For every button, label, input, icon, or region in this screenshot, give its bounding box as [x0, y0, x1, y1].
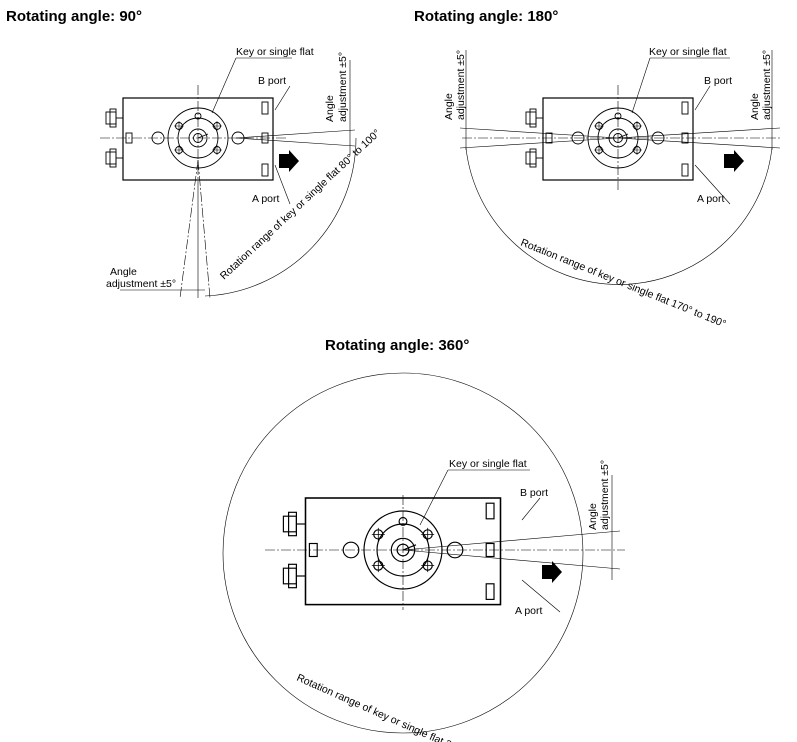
actuator-body-360 [282, 497, 502, 606]
label-angle-90-bottom: Angle [110, 266, 137, 278]
label-adjustment-360: adjustment ±5° [599, 460, 611, 530]
label-range-360: Rotation range of key or single flat 350… [295, 672, 501, 742]
view-90: Key or single flat B port A port Angle a… [100, 46, 383, 299]
label-key-flat-360: Key or single flat [449, 458, 527, 470]
label-a-port-90: A port [252, 193, 280, 205]
label-b-port-90: B port [258, 75, 286, 87]
label-angle-180-right: Angle [749, 93, 761, 120]
title-rotating-angle-360: Rotating angle: 360° [325, 337, 470, 354]
label-a-port-360: A port [515, 605, 543, 617]
label-a-port-180: A port [697, 193, 725, 205]
title-rotating-angle-90: Rotating angle: 90° [6, 8, 143, 25]
view-180: Key or single flat B port A port Angle a… [443, 46, 781, 331]
label-range-180: Rotation range of key or single flat 170… [519, 237, 728, 331]
label-key-flat-90: Key or single flat [236, 46, 314, 58]
label-adjustment-180-left: adjustment ±5° [455, 50, 467, 120]
label-adjustment-90-top: adjustment ±5° [337, 52, 349, 122]
title-rotating-angle-180: Rotating angle: 180° [414, 8, 559, 25]
label-adjustment-90-bottom: adjustment ±5° [106, 278, 176, 290]
label-adjustment-180-right: adjustment ±5° [761, 50, 773, 120]
label-angle-180-left: Angle [443, 93, 455, 120]
label-b-port-180: B port [704, 75, 732, 87]
label-key-flat-180: Key or single flat [649, 46, 727, 58]
label-b-port-360: B port [520, 487, 548, 499]
rotation-circle-360 [222, 372, 584, 734]
view-360: Key or single flat B port A port Angle a… [222, 372, 625, 742]
actuator-body-180 [525, 97, 694, 181]
label-angle-360: Angle [587, 503, 599, 530]
label-angle-90-top: Angle [324, 95, 336, 122]
